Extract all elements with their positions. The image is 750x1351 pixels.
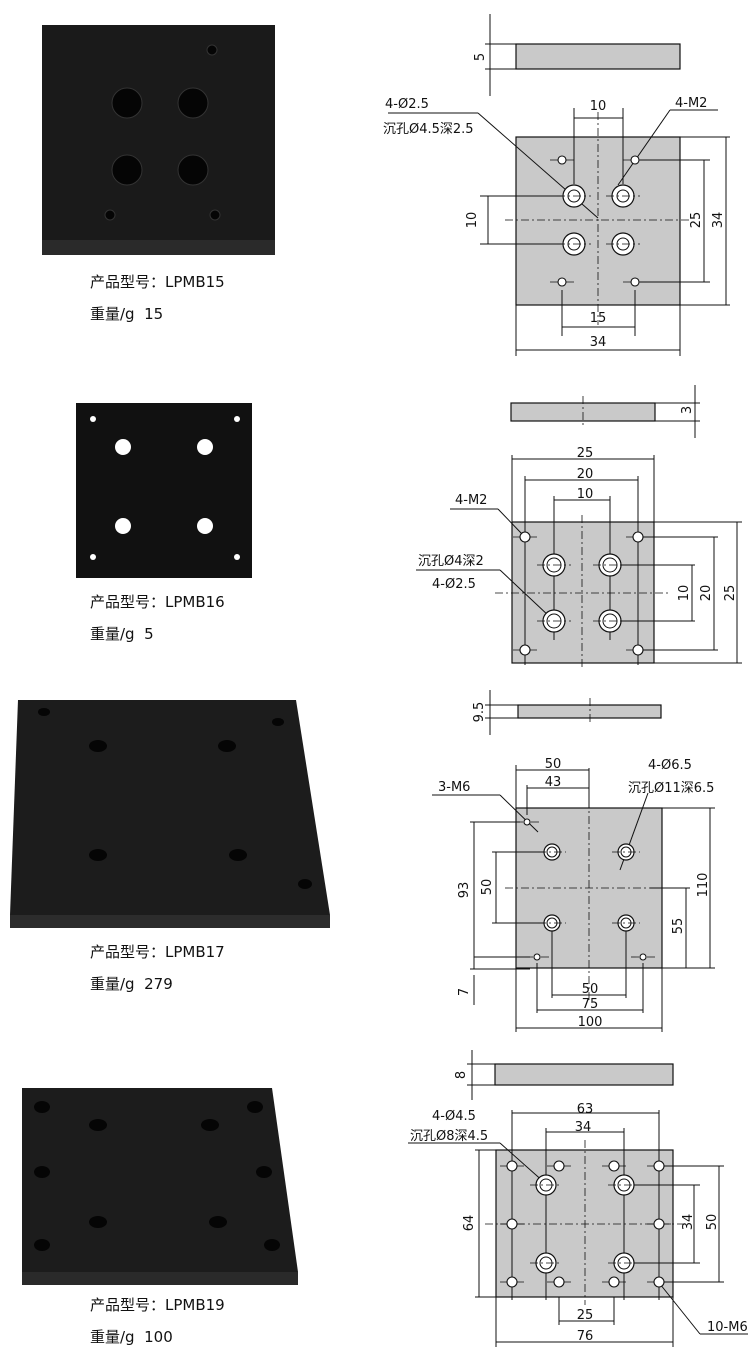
threaded-hole bbox=[623, 155, 647, 165]
dim-inner-width: 10 bbox=[577, 487, 594, 502]
threaded-hole bbox=[602, 1276, 626, 1288]
counterbore-hole bbox=[606, 184, 640, 208]
dim-width: 76 bbox=[577, 1329, 594, 1344]
dim-width: 34 bbox=[590, 335, 607, 350]
drawing-lpmb19: 63 34 4-Ø4.5 沉孔Ø8深4.5 8 64 34 50 25 76 1… bbox=[408, 1050, 748, 1347]
counterbore-hole bbox=[557, 184, 591, 208]
dim-inner-height: 10 bbox=[677, 585, 692, 602]
counterbore-hole bbox=[593, 553, 627, 577]
dim-thickness: 10 bbox=[465, 212, 480, 229]
weight-label: 重量/g 279 bbox=[90, 975, 173, 993]
threaded-hole bbox=[547, 1276, 571, 1288]
dim-thickness: 5 bbox=[473, 53, 488, 61]
dim-inner-height: 25 bbox=[689, 212, 704, 229]
dim-mid-height: 20 bbox=[699, 585, 714, 602]
dim-top-spacing: 10 bbox=[590, 99, 607, 114]
dim-width: 100 bbox=[578, 1015, 603, 1030]
threaded-hole bbox=[631, 953, 655, 961]
counterbore-hole bbox=[593, 609, 627, 633]
counterbore-hole bbox=[538, 914, 566, 932]
threaded-hole bbox=[626, 531, 650, 543]
counterbore-hole bbox=[530, 1174, 562, 1196]
counterbore-hole bbox=[537, 609, 571, 633]
hole-note: 4-Ø2.5 bbox=[432, 577, 476, 592]
dim-bottom-spacing: 15 bbox=[590, 311, 607, 326]
hole-note: 4-Ø6.5 bbox=[648, 758, 692, 773]
dim-bottom-mid: 75 bbox=[582, 997, 599, 1012]
model-label: 产品型号：LPMB19 bbox=[90, 1296, 225, 1314]
thread-note: 3-M6 bbox=[438, 780, 470, 795]
counterbore-hole bbox=[608, 1174, 640, 1196]
threaded-hole bbox=[647, 1160, 671, 1172]
dim-right-outer: 50 bbox=[705, 1214, 720, 1231]
dim-top-width: 63 bbox=[577, 1102, 594, 1117]
dim-bottom-offset: 7 bbox=[457, 988, 472, 996]
product-photo-lpmb17 bbox=[10, 700, 330, 928]
counterbore-hole bbox=[606, 232, 640, 256]
product-photo-lpmb19 bbox=[22, 1088, 298, 1285]
threaded-hole bbox=[513, 531, 537, 543]
threaded-hole bbox=[515, 818, 539, 826]
counterbore-note: 沉孔Ø4.5深2.5 bbox=[383, 122, 474, 137]
threaded-hole bbox=[647, 1218, 671, 1230]
model-label: 产品型号：LPMB15 bbox=[90, 273, 225, 291]
thread-note: 4-M2 bbox=[675, 96, 707, 111]
threaded-hole bbox=[500, 1276, 524, 1288]
counterbore-hole bbox=[608, 1252, 640, 1274]
threaded-hole bbox=[500, 1218, 524, 1230]
threaded-hole bbox=[513, 644, 537, 656]
dim-thickness: 9.5 bbox=[472, 702, 487, 723]
counterbore-note: 沉孔Ø11深6.5 bbox=[628, 781, 714, 796]
threaded-hole bbox=[547, 1160, 571, 1172]
dim-bottom-spacing: 50 bbox=[582, 982, 599, 997]
dim-left-height: 93 bbox=[457, 882, 472, 899]
weight-label: 重量/g 15 bbox=[90, 305, 164, 323]
counterbore-hole bbox=[612, 843, 640, 861]
threaded-hole bbox=[647, 1276, 671, 1288]
counterbore-hole bbox=[538, 843, 566, 861]
dim-left-height: 64 bbox=[462, 1215, 477, 1232]
threaded-hole bbox=[550, 155, 574, 165]
thread-note: 4-M2 bbox=[455, 493, 487, 508]
dim-top-inner: 34 bbox=[575, 1120, 592, 1135]
threaded-hole bbox=[525, 953, 549, 961]
drawing-lpmb16: 25 20 10 4-M2 沉孔Ø4深2 4-Ø2.5 3 10 20 25 bbox=[416, 385, 742, 670]
counterbore-hole bbox=[612, 914, 640, 932]
drawing-lpmb15: 4-Ø2.5 沉孔Ø4.5深2.5 10 4-M2 10 5 25 34 15 … bbox=[383, 14, 730, 356]
dim-thickness: 3 bbox=[680, 406, 695, 414]
weight-label: 重量/g 100 bbox=[90, 1328, 173, 1346]
threaded-hole bbox=[550, 277, 574, 287]
threaded-hole bbox=[500, 1160, 524, 1172]
dim-mid-width: 20 bbox=[577, 467, 594, 482]
counterbore-hole bbox=[530, 1252, 562, 1274]
threaded-hole bbox=[623, 277, 647, 287]
model-label: 产品型号：LPMB17 bbox=[90, 943, 225, 961]
product-photo-lpmb15 bbox=[42, 25, 275, 255]
counterbore-hole bbox=[537, 553, 571, 577]
dim-top-offset: 43 bbox=[545, 775, 562, 790]
threaded-hole bbox=[602, 1160, 626, 1172]
dim-width: 25 bbox=[577, 446, 594, 461]
hole-note: 4-Ø4.5 bbox=[432, 1109, 476, 1124]
dim-outer-height: 110 bbox=[696, 873, 711, 898]
model-label: 产品型号：LPMB16 bbox=[90, 593, 225, 611]
counterbore-note: 沉孔Ø8深4.5 bbox=[410, 1129, 488, 1144]
dim-thickness: 8 bbox=[454, 1071, 469, 1079]
drawing-lpmb17: 50 43 3-M6 4-Ø6.5 沉孔Ø11深6.5 9.5 93 50 11… bbox=[432, 690, 715, 1032]
dim-top-width: 50 bbox=[545, 757, 562, 772]
hole-note: 4-Ø2.5 bbox=[385, 97, 429, 112]
dim-outer-height: 34 bbox=[711, 212, 726, 229]
product-photo-lpmb16 bbox=[76, 403, 252, 578]
counterbore-hole bbox=[557, 232, 591, 256]
thread-note: 10-M6 bbox=[707, 1320, 748, 1335]
counterbore-note: 沉孔Ø4深2 bbox=[418, 554, 484, 569]
weight-label: 重量/g 5 bbox=[90, 625, 154, 643]
dim-bottom-spacing: 25 bbox=[577, 1308, 594, 1323]
threaded-hole bbox=[626, 644, 650, 656]
dim-left-spacing: 50 bbox=[480, 879, 495, 896]
dim-right-height: 55 bbox=[671, 918, 686, 935]
dim-outer-height: 25 bbox=[723, 585, 738, 602]
dim-right-inner: 34 bbox=[681, 1214, 696, 1231]
